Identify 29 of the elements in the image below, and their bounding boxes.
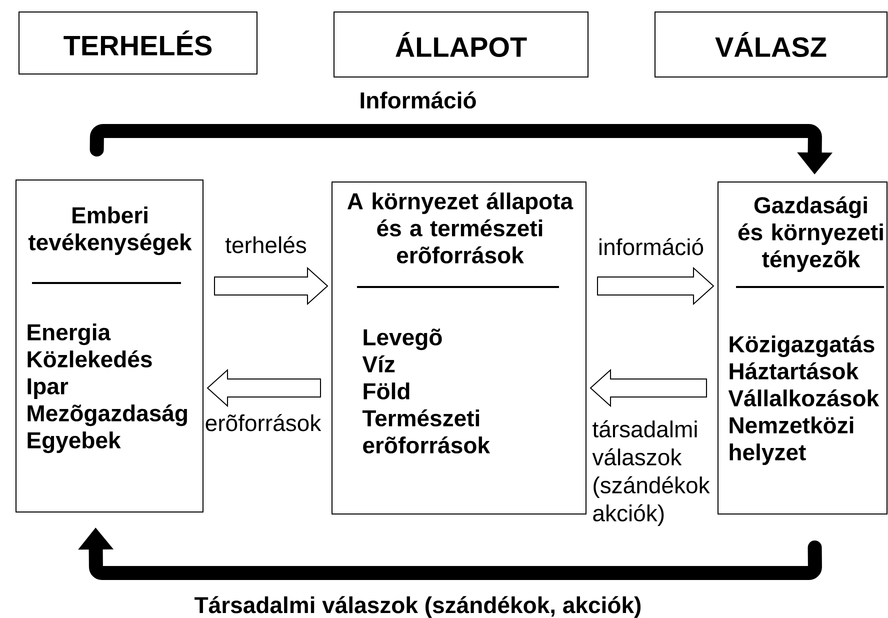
list-item: Nemzetközi helyzet [730, 416, 854, 465]
list-item: Közigazgatás [730, 335, 874, 358]
panel-heading: Gazdasági és környezeti tényezõk [738, 196, 883, 272]
list-item: Víz [362, 355, 395, 372]
list-item: Mezõgazdaság [28, 404, 187, 426]
list-item: Természeti erõforrások [362, 409, 490, 454]
hollow-arrow [214, 266, 328, 306]
edge-label: Információ [360, 91, 476, 109]
list-item: Közlekedés [28, 350, 152, 368]
list-item: Háztartások [730, 362, 859, 380]
list-item: Energia [28, 324, 111, 346]
panel-heading: Emberi tevékenységek [28, 206, 192, 256]
list-item: Föld [364, 382, 410, 400]
hollow-arrow [597, 266, 714, 306]
list-item: Egyebek [28, 432, 121, 454]
edge-label: terhelés [225, 236, 306, 254]
title-box: VÁLASZ [654, 12, 888, 78]
panel-heading: A környezet állapota és a természeti erõforrások [347, 192, 574, 264]
edge-label: erõforrások [206, 414, 322, 432]
list-item: Ipar [28, 378, 68, 399]
title-box: TERHELÉS [18, 12, 258, 74]
edge-label: társadalmi válaszok (szándékok akciók) [592, 420, 710, 526]
title-box: ÁLLAPOT [334, 12, 588, 78]
edge-label: információ [600, 238, 704, 256]
list-item: Levegõ [364, 328, 442, 350]
hollow-arrow [590, 368, 707, 408]
list-item: Vállalkozások [728, 389, 880, 406]
hollow-arrow [206, 368, 321, 408]
edge-label: Társadalmi válaszok (szándékok, akciók) [194, 596, 641, 618]
